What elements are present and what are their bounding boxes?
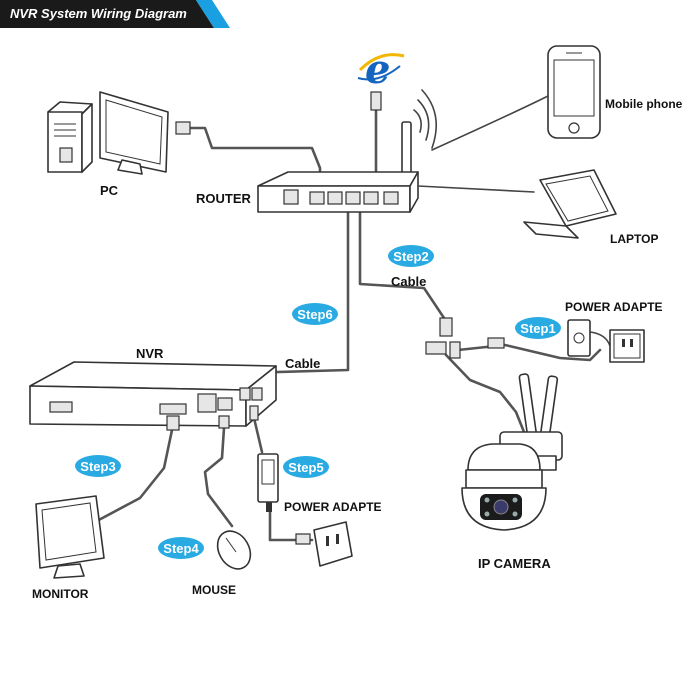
router-group: ROUTER [196, 89, 438, 213]
router-label: ROUTER [196, 191, 252, 206]
router-icon [257, 171, 419, 213]
power-adapter-top-group: POWER ADAPTE [565, 300, 663, 363]
monitor-icon [35, 495, 105, 579]
cable-router-label: Cable [391, 274, 426, 289]
pc-tower-icon [47, 101, 93, 173]
page-title: NVR System Wiring Diagram [10, 6, 187, 21]
internet-plug [370, 91, 382, 111]
step3-badge: Step3 [75, 455, 121, 477]
mouse-icon [216, 530, 252, 570]
power-adapter-bottom-group: Step5 POWER ADAPTE [257, 453, 382, 567]
nvr-usb-port [217, 397, 233, 411]
pc-group: PC [47, 91, 191, 198]
ip-camera-label: IP CAMERA [478, 556, 551, 571]
wall-socket-top-icon [609, 329, 645, 363]
mobile-phone-label: Mobile phone [605, 97, 683, 111]
nvr-label: NVR [136, 346, 164, 361]
wifi-waves-icon [413, 89, 438, 149]
ip-camera-group: IP CAMERA [425, 317, 563, 571]
pc-label: PC [100, 183, 119, 198]
title-bar: NVR System Wiring Diagram [0, 0, 230, 28]
internet-explorer-icon: e [357, 46, 405, 93]
mobile-phone-icon [547, 45, 601, 139]
step4-badge: Step4 [158, 537, 204, 559]
laptop-label: LAPTOP [610, 232, 658, 246]
nvr-lan-port [197, 393, 217, 413]
dc-plug [249, 405, 259, 421]
monitor-group: Step3 MONITOR [32, 455, 121, 601]
laptop-icon [523, 169, 617, 239]
nvr-mouse-cable [203, 426, 234, 528]
monitor-label: MONITOR [32, 587, 89, 601]
camera-pigtail [444, 353, 526, 434]
step5-badge: Step5 [283, 456, 329, 478]
nvr-box-icon [29, 361, 277, 427]
step1-label: Step1 [520, 321, 555, 336]
nvr-power-cable [252, 416, 264, 454]
step6-badge: Step6 [292, 303, 338, 325]
router-camera-cable [358, 210, 448, 334]
ip-camera-icon [461, 373, 563, 531]
phone-link [431, 95, 549, 151]
step5-label: Step5 [288, 460, 323, 475]
pc-ethernet-plug [175, 121, 191, 135]
laptop-group: LAPTOP [417, 169, 658, 246]
step2-label: Step2 [393, 249, 428, 264]
camera-connectors [425, 317, 505, 359]
power-adapter-top-label: POWER ADAPTE [565, 300, 663, 314]
mouse-group: Step4 MOUSE [158, 530, 252, 597]
laptop-link [417, 185, 535, 193]
step4-label: Step4 [163, 541, 199, 556]
mouse-label: MOUSE [192, 583, 236, 597]
usb-plug [218, 415, 230, 429]
step6-label: Step6 [297, 307, 332, 322]
svg-text:e: e [365, 46, 390, 93]
step2-badge: Step2 [388, 245, 434, 267]
wall-socket-bottom-icon [295, 521, 353, 567]
step3-label: Step3 [80, 459, 115, 474]
step1-badge: Step1 [515, 317, 561, 339]
nvr-group: NVR [29, 346, 277, 431]
mobile-phone-group: Mobile phone [431, 45, 683, 151]
pc-monitor-icon [99, 91, 169, 175]
cable-nvr-label: Cable [285, 356, 320, 371]
nvr-vga-port [159, 403, 187, 415]
power-adapter-top-icon [567, 319, 611, 357]
nvr-power-port [251, 387, 263, 401]
vga-plug [166, 415, 180, 431]
power-adapter-bottom-label: POWER ADAPTE [284, 500, 382, 514]
power-adapter-bottom-icon [257, 453, 279, 512]
